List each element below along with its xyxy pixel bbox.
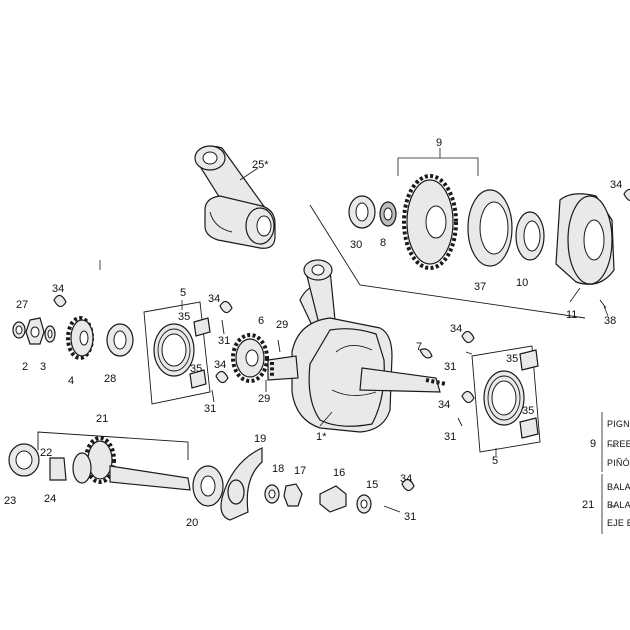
label-23: 23: [4, 495, 16, 507]
label-8: 8: [380, 237, 386, 249]
main-bearing-left: [143, 301, 211, 405]
freewheel-assembly: [309, 174, 615, 319]
label-17: 17: [294, 465, 306, 477]
label-4: 4: [68, 375, 74, 387]
label-27: 27: [16, 299, 28, 311]
label-15: 15: [366, 479, 378, 491]
label-34-b: 34: [208, 293, 220, 305]
label-18: 18: [272, 463, 284, 475]
label-29-top: 29: [276, 319, 288, 331]
label-5-right: 5: [492, 455, 498, 467]
left-stack-parts: [12, 316, 134, 360]
crankshaft-part: [267, 259, 447, 433]
label-31-d: 31: [444, 431, 456, 443]
label-25: 25*: [252, 159, 269, 171]
label-2: 2: [22, 361, 28, 373]
label-5-left: 5: [180, 287, 186, 299]
legend-item-21-line-3: EJE BA: [607, 518, 630, 528]
label-31-c: 31: [444, 361, 456, 373]
label-34-c: 34: [214, 359, 226, 371]
legend-item-9-number: 9: [590, 438, 596, 450]
leader-lines: [99, 148, 616, 507]
label-20: 20: [186, 517, 198, 529]
label-3: 3: [40, 361, 46, 373]
main-bearing-right: [471, 345, 541, 453]
label-28: 28: [104, 373, 116, 385]
label-37: 37: [474, 281, 486, 293]
label-11: 11: [566, 309, 577, 321]
label-10: 10: [516, 277, 528, 289]
legend: 9 PIGNO FREEW PIÑÓN 21 BALAN BALAN EJE B…: [582, 412, 630, 534]
connecting-rod-part: [194, 145, 276, 249]
legend-item-21-line-1: BALAN: [607, 482, 630, 492]
label-35-a: 35: [178, 311, 190, 323]
label-34-e: 34: [438, 399, 450, 411]
legend-item-21-line-2: BALAN: [607, 500, 630, 510]
label-22: 22: [40, 447, 52, 459]
legend-item-9-line-1: PIGNO: [607, 419, 630, 429]
label-30: 30: [350, 239, 362, 251]
label-34-g: 34: [610, 179, 622, 191]
label-31-b: 31: [204, 403, 216, 415]
label-24: 24: [44, 493, 56, 505]
legend-item-21-number: 21: [582, 499, 594, 511]
legend-item-9-line-2: FREEW: [607, 439, 630, 449]
label-34-d: 34: [450, 323, 462, 335]
legend-item-9-line-3: PIÑÓN: [607, 458, 630, 468]
label-21: 21: [96, 413, 108, 425]
label-35-b: 35: [190, 363, 202, 375]
label-9: 9: [436, 137, 442, 149]
label-35-c: 35: [506, 353, 518, 365]
label-35-d: 35: [522, 405, 534, 417]
part-number-labels: 1* 2 3 4 5 5 6 7 8 9 10 11 15 16 17 18 1…: [4, 137, 622, 529]
label-38: 38: [604, 315, 616, 327]
label-31-e: 31: [404, 511, 416, 523]
label-1: 1*: [316, 431, 327, 443]
label-7: 7: [416, 341, 422, 353]
label-34-f: 34: [400, 473, 412, 485]
label-34-a: 34: [52, 283, 64, 295]
label-6: 6: [258, 315, 264, 327]
gear-6-part: [231, 333, 269, 383]
label-29-bottom: 29: [258, 393, 270, 405]
fasteners: [53, 188, 630, 492]
label-31-a: 31: [218, 335, 230, 347]
balance-shaft-assembly: [8, 431, 401, 521]
label-19: 19: [254, 433, 266, 445]
label-16: 16: [333, 467, 345, 479]
